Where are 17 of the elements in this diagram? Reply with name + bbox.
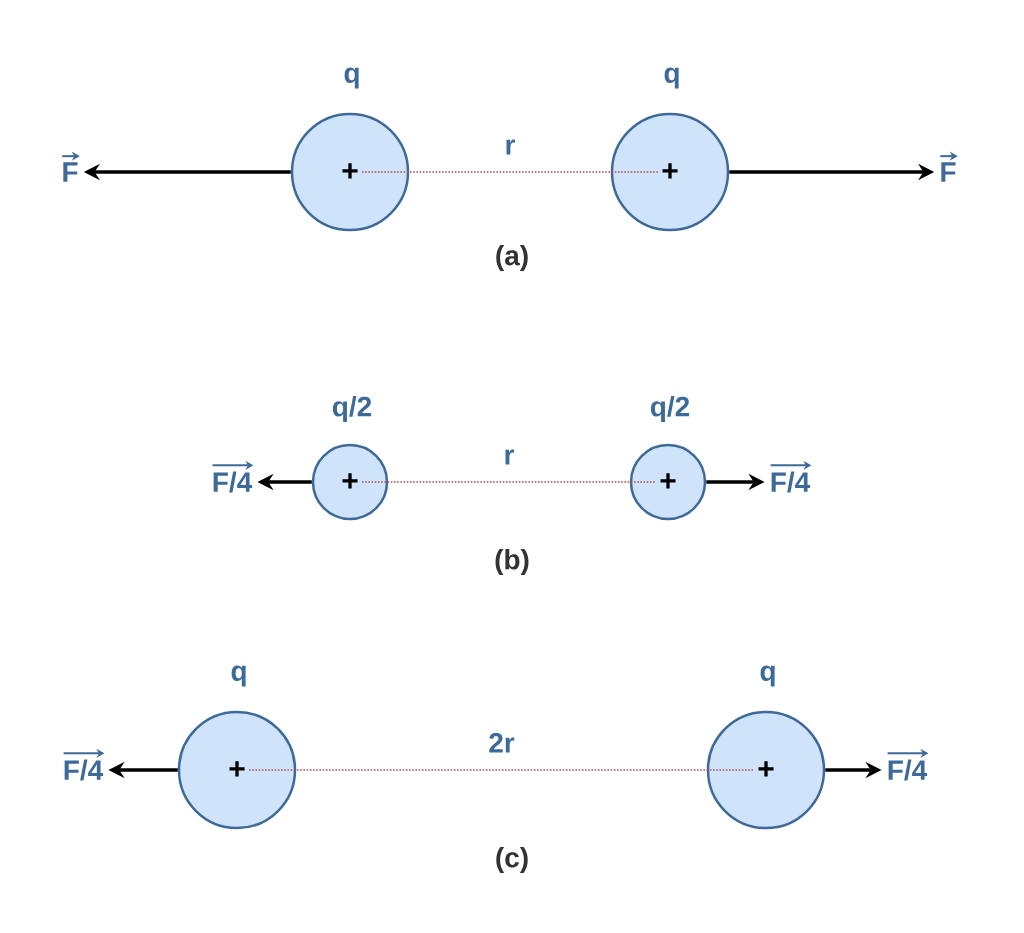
edge-label: 2r: [489, 732, 515, 753]
force-label: F: [939, 151, 958, 182]
charge-label: q/2: [650, 395, 690, 423]
edge-label: r: [506, 139, 516, 155]
charge-label: q: [664, 67, 679, 89]
charge-label: q: [231, 665, 246, 687]
distance-line: [248, 769, 755, 771]
charge-label: q: [760, 665, 775, 687]
distance-line: [361, 171, 659, 173]
force-label: F: [61, 151, 80, 182]
panel-caption: (a): [496, 244, 528, 272]
distance-line: [361, 481, 657, 483]
panel-caption: (b): [495, 548, 529, 576]
edge-label: r: [505, 449, 515, 465]
panel-caption: (c): [496, 846, 528, 874]
charge-label: q: [344, 67, 359, 89]
charge-label: q/2: [332, 395, 372, 423]
